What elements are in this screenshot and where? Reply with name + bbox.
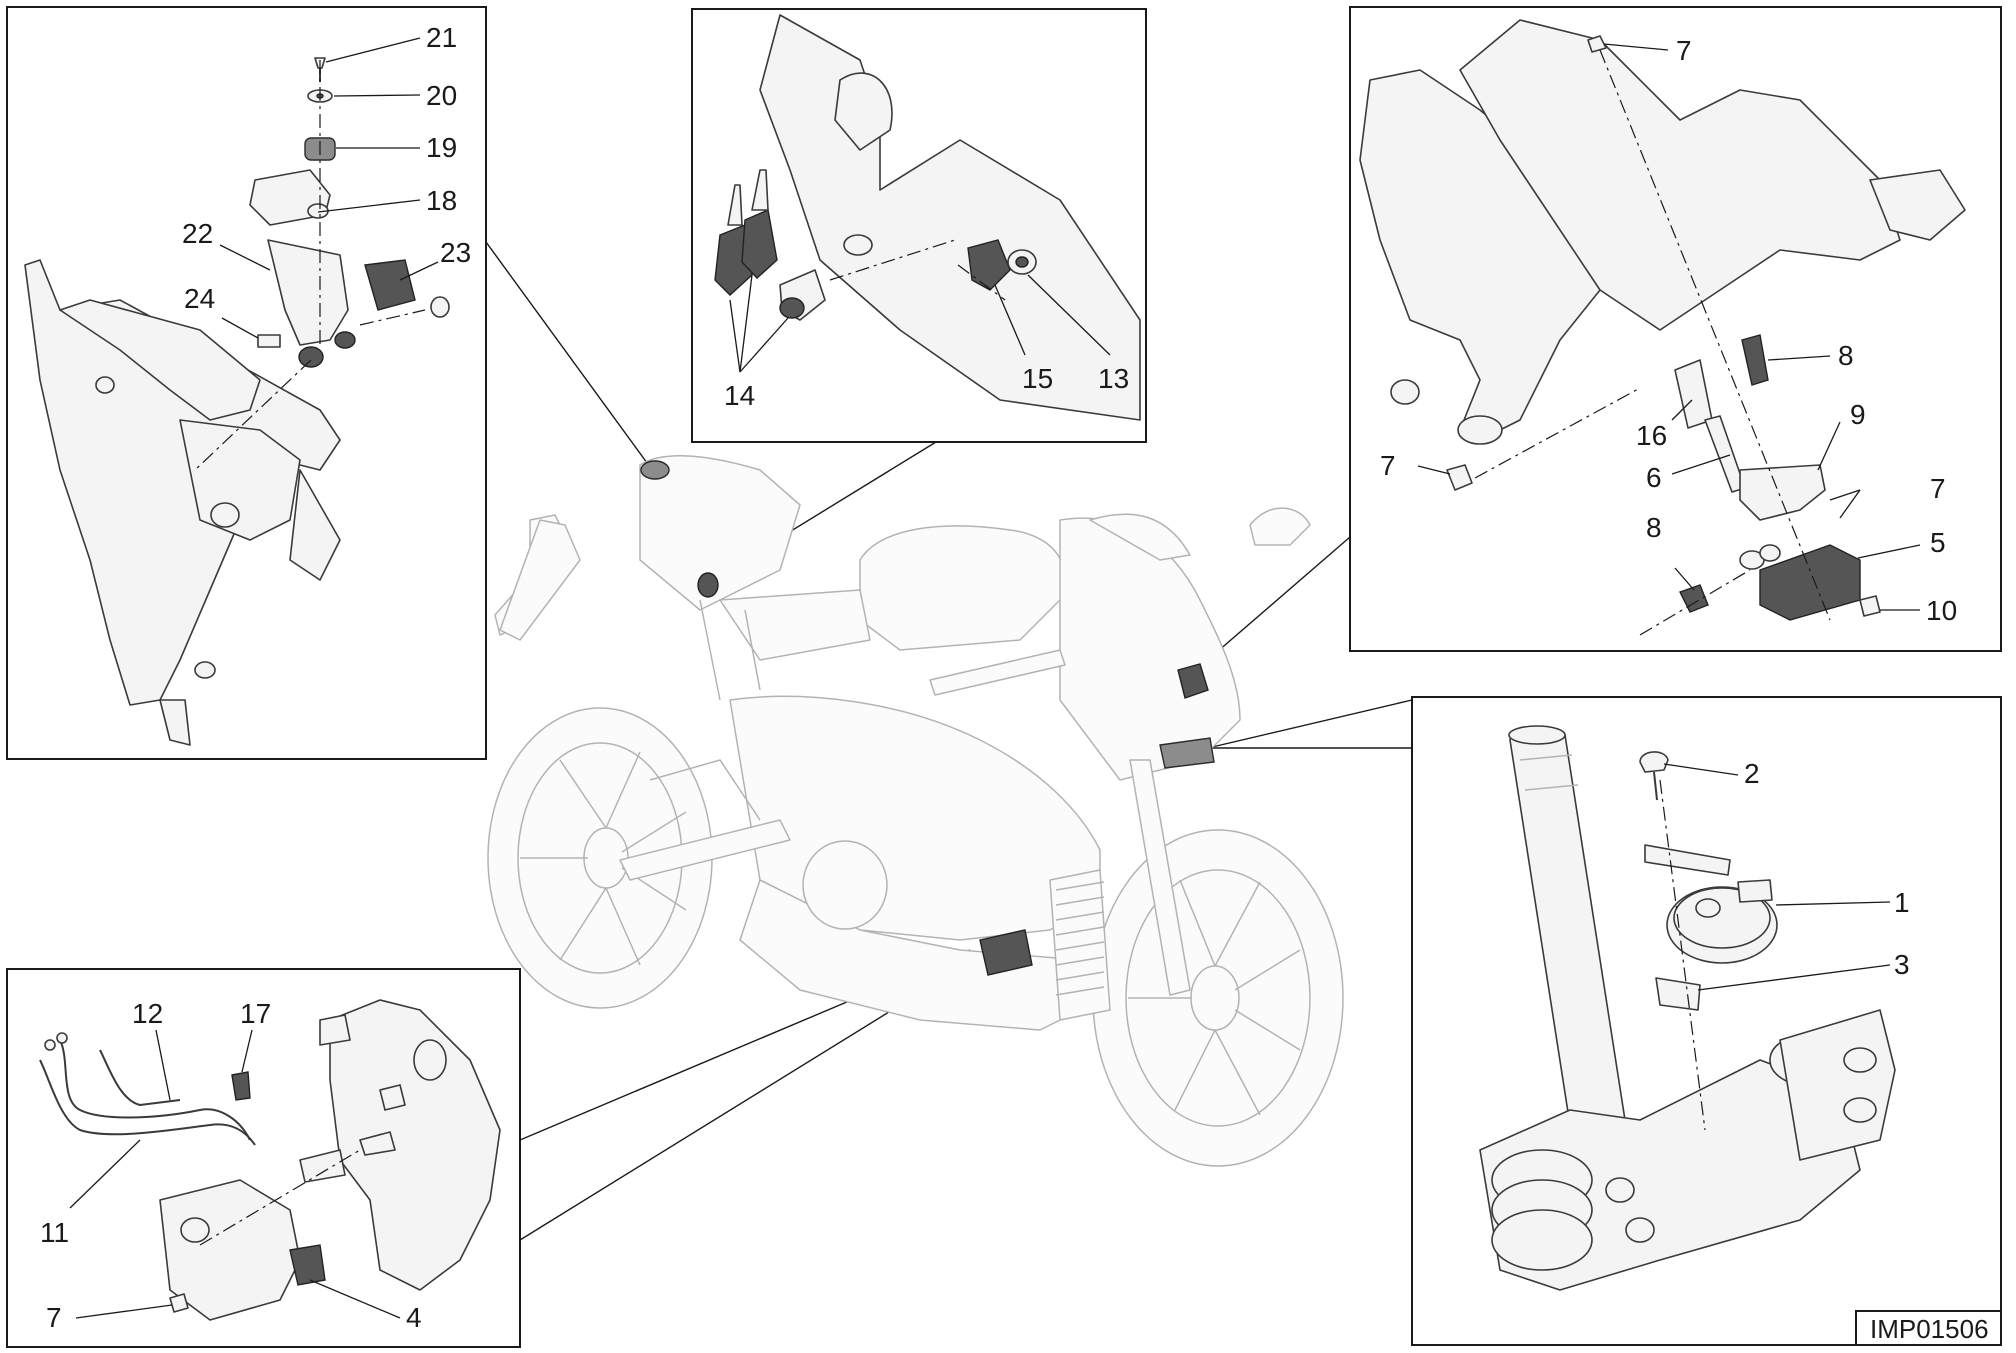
top-right-assembly	[1359, 19, 1966, 636]
callout-14: 14	[724, 380, 755, 411]
callout-19: 19	[426, 132, 457, 163]
leader-lines	[69, 37, 1921, 1319]
callout-8-top: 8	[1838, 340, 1854, 371]
callout-numbers: 21 20 19 18 22 23 24 14 15 13 7 8 9 16 6…	[40, 22, 1957, 1333]
callout-1: 1	[1894, 887, 1910, 918]
callout-15: 15	[1022, 363, 1053, 394]
callout-4: 4	[406, 1302, 422, 1333]
callout-22: 22	[182, 218, 213, 249]
callout-2: 2	[1744, 758, 1760, 789]
callout-3: 3	[1894, 949, 1910, 980]
front-wheel	[1092, 829, 1344, 1167]
location-marker-seat-lock	[697, 572, 719, 598]
callout-10: 10	[1926, 595, 1957, 626]
drawing-code: IMP01506	[1870, 1314, 1989, 1344]
location-marker-tail	[640, 460, 670, 480]
bottom-right-assembly	[1479, 725, 1896, 1291]
callout-24: 24	[184, 283, 215, 314]
callout-21: 21	[426, 22, 457, 53]
location-marker-horn	[1159, 737, 1215, 769]
callout-17: 17	[240, 998, 271, 1029]
drawing-code-box: IMP01506	[1855, 1310, 2002, 1346]
callout-7-right: 7	[1930, 473, 1946, 504]
callout-11: 11	[40, 1217, 69, 1248]
callout-16: 16	[1636, 420, 1667, 451]
callout-23: 23	[440, 237, 471, 268]
callout-5: 5	[1930, 527, 1946, 558]
callout-20: 20	[426, 80, 457, 111]
top-center-assembly	[714, 14, 1141, 421]
location-marker-control-unit	[979, 929, 1033, 976]
callout-8-bottom: 8	[1646, 512, 1662, 543]
callout-13: 13	[1098, 363, 1129, 394]
rear-wheel	[487, 707, 713, 1009]
callout-12: 12	[132, 998, 163, 1029]
callout-7-bottom-left: 7	[46, 1302, 62, 1333]
callout-18: 18	[426, 185, 457, 216]
callout-6: 6	[1646, 462, 1662, 493]
callout-7-left: 7	[1380, 450, 1396, 481]
top-left-assembly	[24, 57, 450, 746]
callout-7-top: 7	[1676, 35, 1692, 66]
bottom-left-assembly	[39, 999, 501, 1321]
callout-9: 9	[1850, 399, 1866, 430]
motorcycle-illustration	[487, 455, 1344, 1167]
location-marker-front-sensor	[1177, 663, 1209, 699]
radiator-fins	[1055, 881, 1105, 996]
